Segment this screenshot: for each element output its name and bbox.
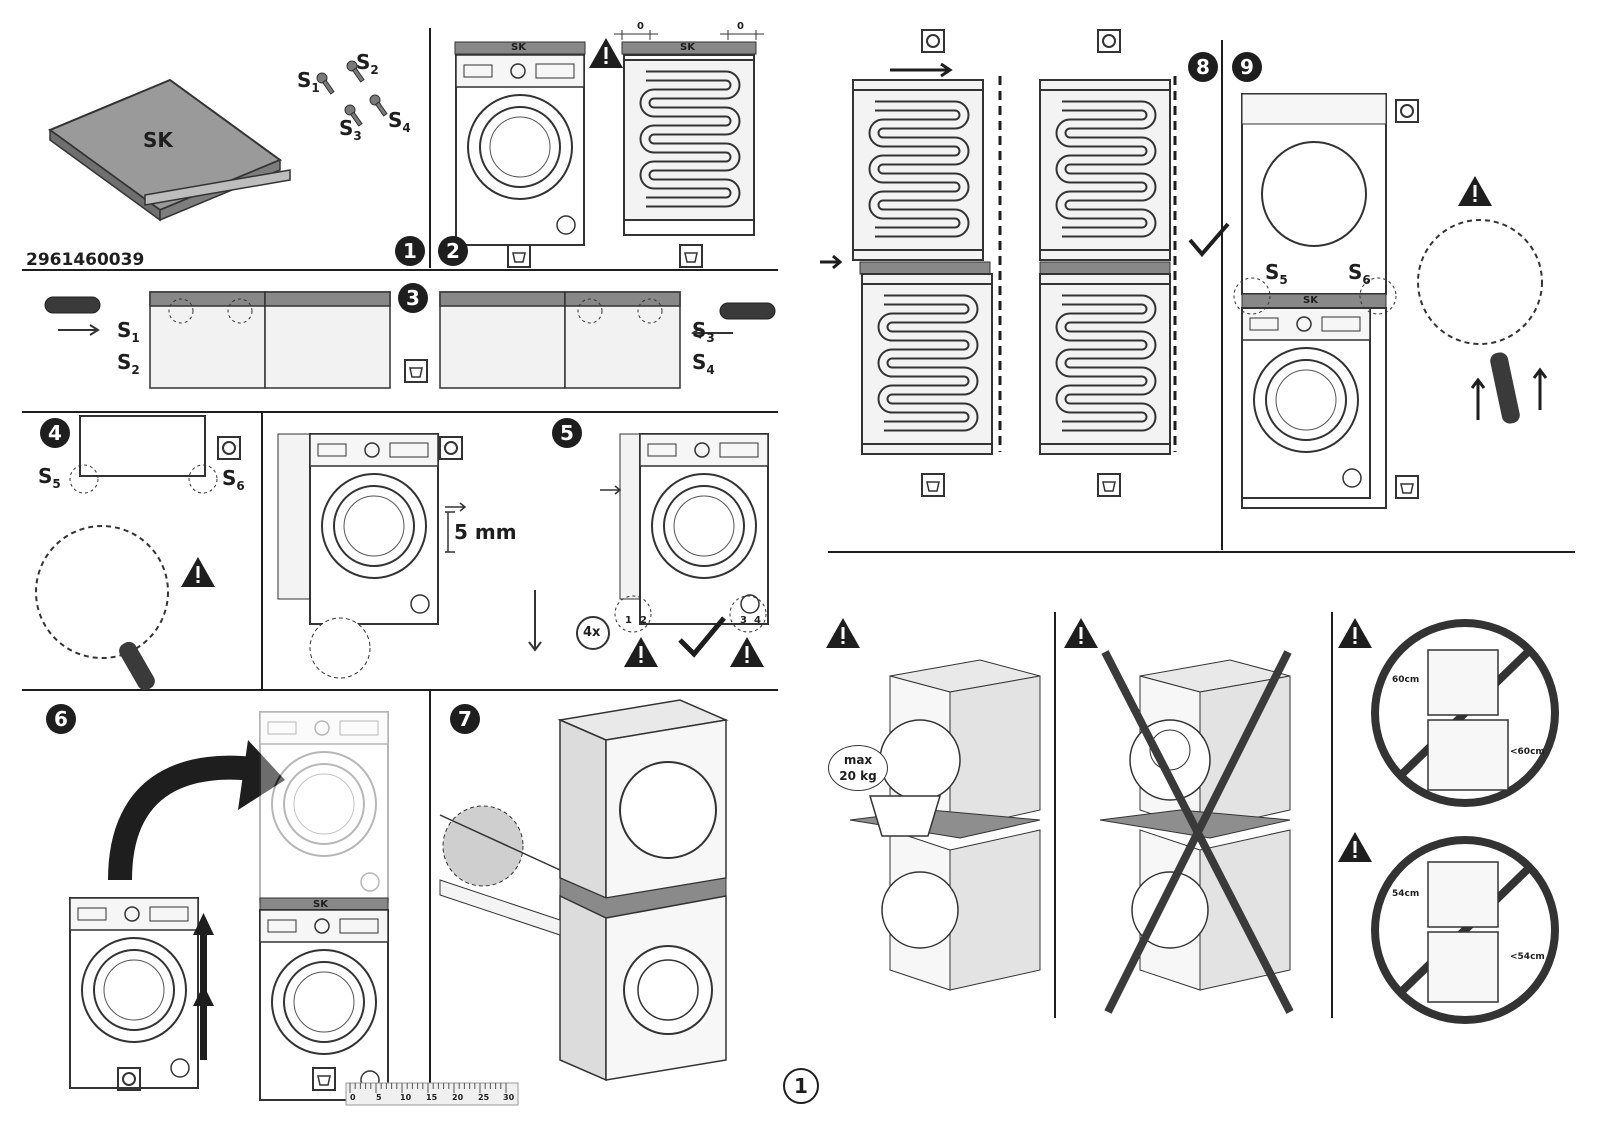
step-9-badge: 9 [1232, 52, 1262, 82]
ruler-tick-15: 15 [426, 1093, 438, 1102]
step3-label-s4: S4 [692, 350, 715, 377]
step-3-badge: 3 [398, 283, 428, 313]
foot-4: 4 [754, 615, 761, 626]
page-number: 1 [783, 1068, 819, 1104]
ruler-tick-20: 20 [452, 1093, 464, 1102]
step9-label-s6: S6 [1348, 260, 1371, 287]
step-2-badge: 2 [438, 236, 468, 266]
ruler-tick-10: 10 [400, 1093, 412, 1102]
clearance-right: 0 [737, 21, 744, 32]
width-60-bottom: <60cm [1510, 747, 1545, 757]
step3-label-s3: S3 [692, 318, 715, 345]
sk-label-step2-washer: SK [511, 42, 526, 53]
foot-3: 3 [740, 615, 747, 626]
foot-2: 2 [640, 615, 647, 626]
step-6-badge: 6 [46, 704, 76, 734]
ruler-tick-30: 30 [503, 1093, 515, 1102]
sk-shelf [47, 78, 291, 222]
screw-label-s4: S4 [388, 108, 411, 135]
max-load-line2: 20 kg [839, 769, 877, 783]
step4-label-s5: S5 [38, 464, 61, 491]
ruler-tick-0: 0 [350, 1093, 356, 1102]
step-1-badge: 1 [395, 236, 425, 266]
step-4-badge: 4 [40, 418, 70, 448]
max-load-line1: max [843, 753, 873, 767]
screw-label-s3: S3 [339, 116, 362, 143]
sk-label-step6: SK [313, 899, 328, 910]
kit-name-label: SK [143, 128, 173, 152]
step-8-badge: 8 [1188, 52, 1218, 82]
screw-label-s2: S2 [356, 50, 379, 77]
width-54-top: 54cm [1392, 889, 1420, 899]
sk-label-step9: SK [1303, 295, 1318, 306]
step-7-badge: 7 [450, 704, 480, 734]
ruler-tick-5: 5 [376, 1093, 382, 1102]
step3-label-s1: S1 [117, 318, 140, 345]
step-5-badge: 5 [552, 418, 582, 448]
ruler-tick-25: 25 [478, 1093, 490, 1102]
sk-label-step2-dryer: SK [680, 42, 695, 53]
step3-label-s2: S2 [117, 350, 140, 377]
foot-1: 1 [625, 615, 632, 626]
step5-height-label: 5 mm [454, 520, 517, 544]
step9-label-s5: S5 [1265, 260, 1288, 287]
step4-label-s6: S6 [222, 466, 245, 493]
width-60-top: 60cm [1392, 675, 1420, 685]
clearance-left: 0 [637, 21, 644, 32]
part-number: 2961460039 [26, 250, 145, 270]
screw-label-s1: S1 [297, 68, 320, 95]
width-54-bottom: <54cm [1510, 952, 1545, 962]
max-load-badge: max 20 kg [828, 745, 888, 791]
step5-count-label: 4x [583, 625, 601, 640]
